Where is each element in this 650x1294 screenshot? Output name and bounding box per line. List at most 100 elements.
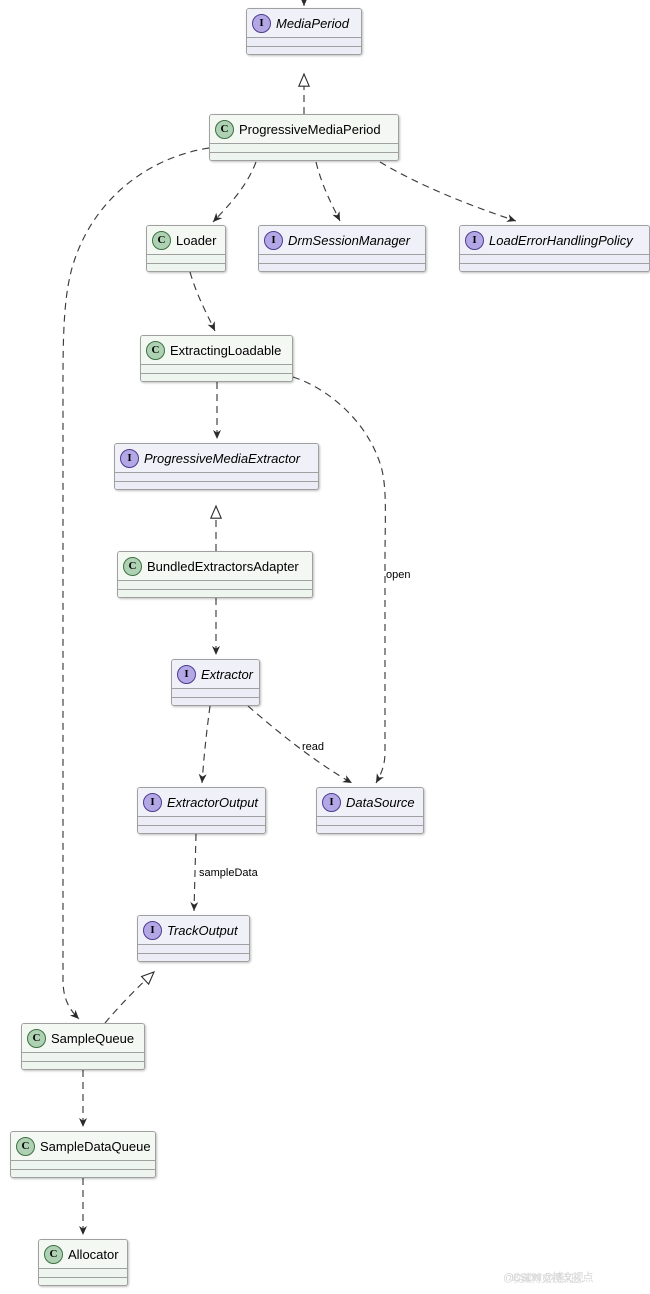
uml-node-loader[interactable]: C Loader <box>146 225 226 272</box>
class-circle-icon: C <box>215 119 234 139</box>
interface-circle-icon: I <box>120 448 139 468</box>
node-title: SampleDataQueue <box>40 1138 151 1154</box>
attributes-compartment <box>147 254 225 263</box>
attributes-compartment <box>22 1052 144 1061</box>
interface-circle-icon: I <box>322 792 341 812</box>
operations-compartment <box>22 1061 144 1069</box>
node-header: I MediaPeriod <box>247 9 361 37</box>
class-circle-icon: C <box>44 1244 63 1264</box>
node-title: LoadErrorHandlingPolicy <box>489 232 633 248</box>
node-title: ProgressiveMediaPeriod <box>239 121 381 137</box>
interface-circle-icon: I <box>252 13 271 33</box>
operations-compartment <box>259 263 425 271</box>
uml-node-samplequeue[interactable]: C SampleQueue <box>21 1023 145 1070</box>
interface-circle-icon: I <box>177 664 196 684</box>
operations-compartment <box>460 263 649 271</box>
edge-extractor-extractoroutput <box>198 705 211 784</box>
class-circle-icon: C <box>146 340 165 360</box>
interface-circle-icon: I <box>143 920 162 940</box>
interface-circle-icon: I <box>465 230 484 250</box>
attributes-compartment <box>460 254 649 263</box>
uml-node-extractoroutput[interactable]: I ExtractorOutput <box>137 787 266 834</box>
node-title: DrmSessionManager <box>288 232 411 248</box>
node-title: Allocator <box>68 1246 119 1262</box>
operations-compartment <box>138 825 265 833</box>
operations-compartment <box>39 1277 127 1285</box>
attributes-compartment <box>118 580 312 589</box>
edge-extractoroutput-trackoutput <box>190 833 199 912</box>
uml-node-extractor[interactable]: I Extractor <box>171 659 260 706</box>
lbl-read: read <box>302 741 325 753</box>
node-header: I TrackOutput <box>138 916 249 944</box>
uml-node-mediaperiod[interactable]: I MediaPeriod <box>246 8 362 55</box>
attributes-compartment <box>317 816 423 825</box>
lbl-sampledata: sampleData <box>199 867 258 879</box>
node-title: MediaPeriod <box>276 15 349 31</box>
node-header: C Loader <box>147 226 225 254</box>
node-title: BundledExtractorsAdapter <box>147 558 299 574</box>
operations-compartment <box>118 589 312 597</box>
operations-compartment <box>172 697 259 705</box>
edge-extractor-datasource <box>247 705 353 784</box>
node-header: C ProgressiveMediaPeriod <box>210 115 398 143</box>
operations-compartment <box>138 953 249 961</box>
node-title: ExtractorOutput <box>167 794 259 810</box>
node-header: C Allocator <box>39 1240 127 1268</box>
node-header: C SampleQueue <box>22 1024 144 1052</box>
class-circle-icon: C <box>27 1028 46 1048</box>
attributes-compartment <box>247 37 361 46</box>
attributes-compartment <box>39 1268 127 1277</box>
interface-circle-icon: I <box>143 792 162 812</box>
node-header: I ProgressiveMediaExtractor <box>115 444 318 472</box>
operations-compartment <box>141 373 292 381</box>
uml-node-allocator[interactable]: C Allocator <box>38 1239 128 1286</box>
uml-node-trackoutput[interactable]: I TrackOutput <box>137 915 250 962</box>
edge-samplequeue-trackoutput <box>104 972 154 1024</box>
operations-compartment <box>317 825 423 833</box>
interface-circle-icon: I <box>264 230 283 250</box>
operations-compartment <box>247 46 361 54</box>
class-circle-icon: C <box>152 230 171 250</box>
lbl-open: open <box>386 569 411 581</box>
operations-compartment <box>115 481 318 489</box>
uml-node-progressivemediaextractor[interactable]: I ProgressiveMediaExtractor <box>114 443 319 490</box>
uml-node-datasource[interactable]: I DataSource <box>316 787 424 834</box>
attributes-compartment <box>210 143 398 152</box>
node-title: TrackOutput <box>167 922 238 938</box>
operations-compartment <box>210 152 398 160</box>
uml-node-progressivemediaperiod[interactable]: C ProgressiveMediaPeriod <box>209 114 399 161</box>
edge-progressivemediaperiod-drmsessionmanager <box>315 161 341 222</box>
node-header: I LoadErrorHandlingPolicy <box>460 226 649 254</box>
attributes-compartment <box>172 688 259 697</box>
operations-compartment <box>11 1169 155 1177</box>
edge-loader-extractingloadable <box>189 271 216 332</box>
node-title: Extractor <box>201 666 254 682</box>
node-title: DataSource <box>346 794 415 810</box>
attributes-compartment <box>138 944 249 953</box>
edge-progressivemediaperiod-loader <box>212 161 257 223</box>
uml-node-loaderrorhandlingpolicy[interactable]: I LoadErrorHandlingPolicy <box>459 225 650 272</box>
node-header: I DrmSessionManager <box>259 226 425 254</box>
operations-compartment <box>147 263 225 271</box>
node-header: I ExtractorOutput <box>138 788 265 816</box>
node-header: I DataSource <box>317 788 423 816</box>
attributes-compartment <box>259 254 425 263</box>
node-title: Loader <box>176 232 217 248</box>
attributes-compartment <box>11 1160 155 1169</box>
attributes-compartment <box>141 364 292 373</box>
node-title: ProgressiveMediaExtractor <box>144 450 301 466</box>
edge-progressivemediaperiod-loaderrorhandlingpolicy <box>379 161 517 222</box>
attributes-compartment <box>138 816 265 825</box>
node-header: I Extractor <box>172 660 259 688</box>
uml-node-drmsessionmanager[interactable]: I DrmSessionManager <box>258 225 426 272</box>
node-title: SampleQueue <box>51 1030 135 1046</box>
watermark-line-2: 收藏博文视点区 <box>511 1273 582 1285</box>
